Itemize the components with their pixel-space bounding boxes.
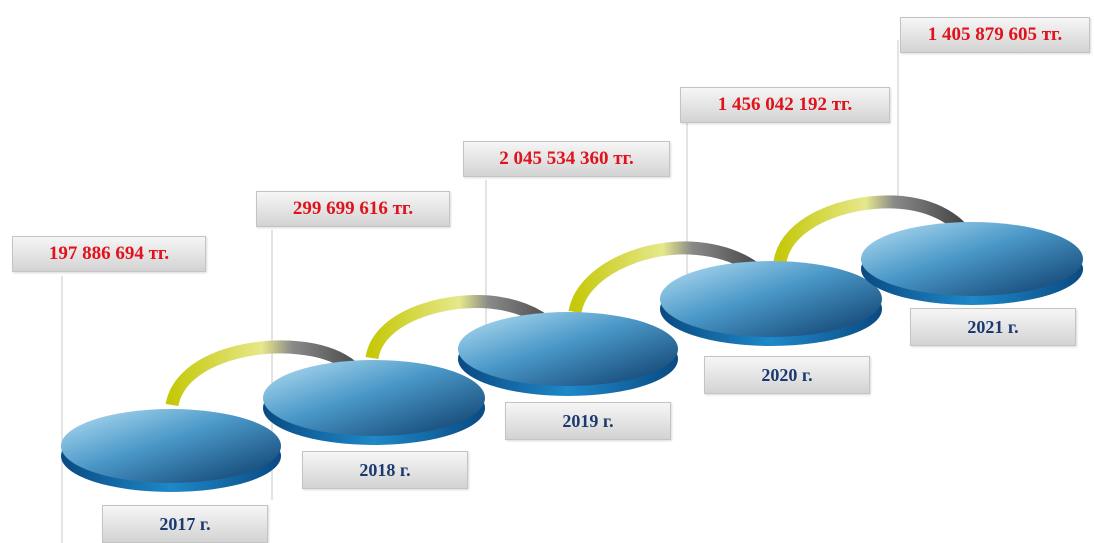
amount-label-2021: 1 405 879 605 тг. [900, 17, 1090, 53]
disc-2018 [263, 360, 485, 445]
year-label-2021: 2021 г. [910, 308, 1076, 346]
amount-label-2019: 2 045 534 360 тг. [463, 141, 670, 177]
discs [61, 222, 1083, 492]
amount-label-2020: 1 456 042 192 тг. [680, 87, 890, 123]
amount-label-2017: 197 886 694 тг. [12, 236, 206, 272]
disc-2021 [861, 222, 1083, 305]
amount-label-2018: 299 699 616 тг. [256, 191, 450, 227]
disc-2020 [660, 261, 882, 346]
disc-2019 [458, 312, 678, 396]
disc-2017 [61, 409, 281, 492]
year-label-2017: 2017 г. [102, 505, 268, 543]
year-label-2020: 2020 г. [704, 356, 870, 394]
year-label-2018: 2018 г. [302, 451, 468, 489]
year-label-2019: 2019 г. [505, 402, 671, 440]
